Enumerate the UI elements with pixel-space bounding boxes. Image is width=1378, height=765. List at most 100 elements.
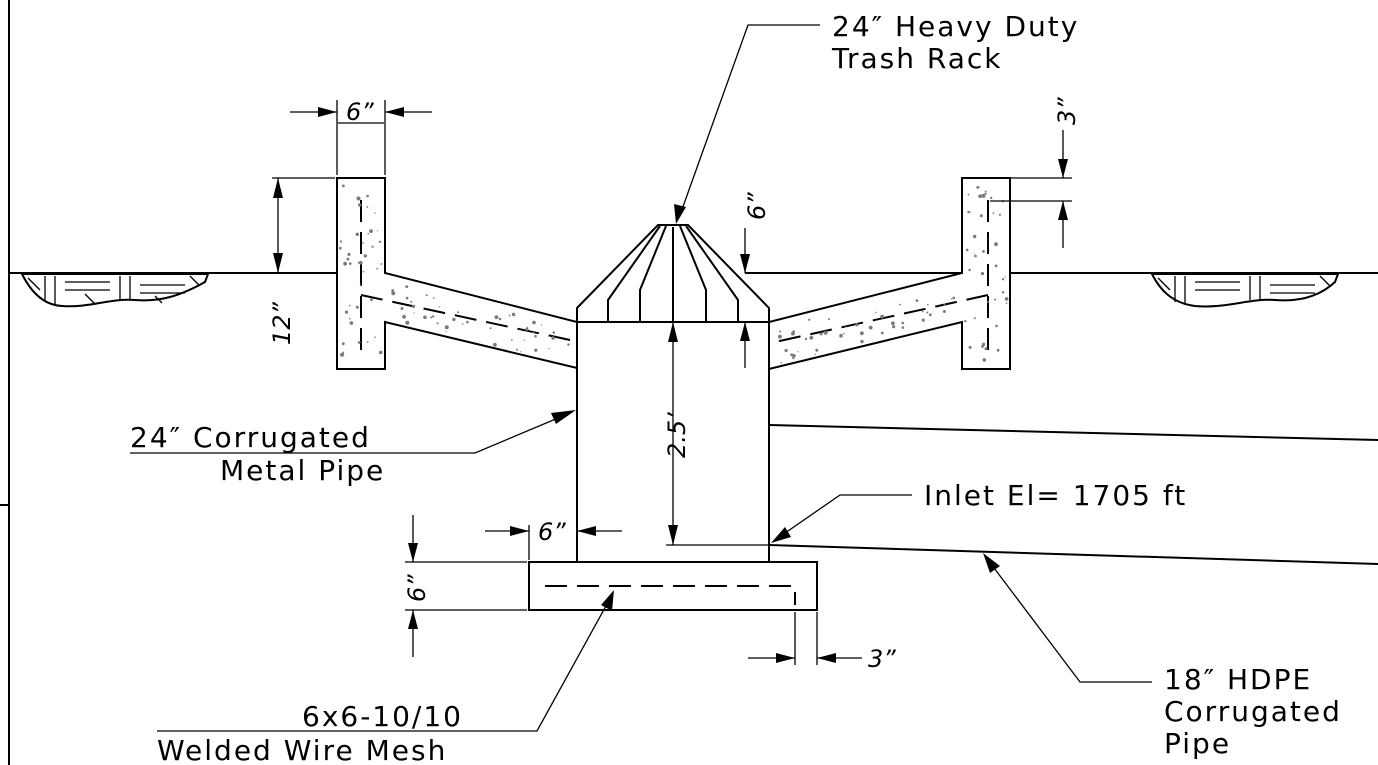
- aggregate-dot: [901, 326, 905, 329]
- aggregate-dot: [410, 300, 413, 303]
- aggregate-dot: [349, 321, 354, 325]
- dim-rack-offset: [740, 228, 750, 368]
- aggregate-dot: [342, 184, 345, 188]
- aggregate-dot: [413, 312, 415, 314]
- aggregate-dot: [778, 334, 782, 339]
- aggregate-dot: [402, 314, 406, 319]
- aggregate-dot: [1004, 297, 1009, 301]
- aggregate-dot: [926, 311, 929, 314]
- aggregate-dot: [981, 193, 986, 198]
- leader-hdpe: [983, 553, 1152, 683]
- aggregate-dot: [1004, 276, 1006, 278]
- aggregate-dot: [804, 337, 808, 341]
- aggregate-dot: [432, 315, 435, 318]
- aggregate-dot: [359, 284, 362, 287]
- aggregate-dot: [466, 320, 469, 324]
- aggregate-dot: [526, 326, 529, 329]
- aggregate-dot: [967, 210, 970, 214]
- aggregate-dot: [880, 331, 884, 335]
- label-hdpe-3: Pipe: [1164, 727, 1231, 760]
- aggregate-dot: [952, 296, 956, 300]
- dim-pad-thickness: [405, 515, 527, 657]
- aggregate-dot: [400, 307, 404, 310]
- hdpe-outlet-pipe: [768, 424, 1378, 565]
- aggregate-dot: [995, 324, 998, 328]
- label-hdpe-2: Corrugated: [1164, 695, 1342, 728]
- aggregate-dot: [346, 257, 350, 261]
- aggregate-dot: [973, 234, 977, 239]
- dim-text-pad-cover: 3”: [868, 645, 896, 673]
- label-cmp-1: 24″ Corrugated: [130, 421, 371, 454]
- aggregate-dot: [438, 306, 441, 308]
- aggregate-dot: [357, 261, 360, 264]
- left-concrete-wall: [336, 177, 578, 370]
- aggregate-dot: [994, 298, 997, 301]
- aggregate-dot: [779, 330, 782, 333]
- dim-wall-cover: [990, 130, 1072, 248]
- aggregate-dot: [366, 194, 369, 198]
- aggregate-dot: [391, 289, 394, 292]
- aggregate-dot: [990, 196, 993, 200]
- aggregate-dot: [357, 341, 361, 344]
- aggregate-dot: [532, 320, 536, 325]
- label-inlet-el: Inlet El= 1705 ft: [924, 479, 1187, 512]
- aggregate-dot: [366, 341, 369, 343]
- aggregate-dot: [520, 351, 522, 353]
- aggregate-dot: [979, 214, 983, 218]
- aggregate-dot: [340, 352, 345, 357]
- aggregate-dot: [358, 203, 362, 207]
- label-trash-rack-1: 24″ Heavy Duty: [832, 10, 1079, 43]
- aggregate-dot: [814, 353, 816, 355]
- aggregate-dot: [891, 321, 895, 326]
- aggregate-dot: [982, 358, 987, 362]
- aggregate-dot: [901, 321, 905, 325]
- aggregate-dot: [996, 348, 1000, 352]
- aggregate-dot: [1001, 278, 1005, 281]
- aggregate-dot: [423, 315, 427, 320]
- aggregate-dot: [984, 192, 987, 195]
- aggregate-dot: [973, 317, 976, 320]
- aggregate-dot: [981, 345, 984, 348]
- aggregate-dot: [968, 268, 971, 272]
- aggregate-dot: [405, 285, 409, 288]
- aggregate-dot: [823, 330, 828, 335]
- trash-rack: [576, 224, 770, 323]
- aggregate-dot: [532, 331, 535, 334]
- aggregate-dot: [844, 326, 847, 328]
- aggregate-dot: [987, 300, 990, 304]
- aggregate-dot: [371, 245, 374, 248]
- aggregate-dot: [432, 297, 435, 299]
- aggregate-dot: [445, 331, 447, 333]
- aggregate-dot: [994, 264, 998, 268]
- aggregate-dot: [994, 242, 998, 247]
- aggregate-dot: [457, 311, 460, 314]
- aggregate-dot: [843, 332, 845, 335]
- aggregate-dot: [927, 303, 929, 306]
- dim-pad-cover: [748, 612, 862, 665]
- label-hdpe-1: 18″ HDPE: [1164, 663, 1312, 696]
- aggregate-dot: [809, 335, 814, 340]
- right-concrete-wall: [768, 177, 1011, 371]
- aggregate-dot: [493, 342, 497, 347]
- aggregate-dot: [370, 298, 373, 302]
- aggregate-dot: [928, 313, 932, 317]
- aggregate-dot: [508, 314, 511, 317]
- leader-cmp: [130, 410, 576, 454]
- aggregate-dot: [377, 230, 379, 232]
- aggregate-dot: [348, 262, 352, 265]
- aggregate-dot: [339, 240, 343, 243]
- aggregate-dot: [523, 339, 526, 341]
- aggregate-dot: [921, 318, 925, 322]
- aggregate-dot: [942, 310, 946, 313]
- aggregate-dot: [378, 240, 382, 243]
- aggregate-dot: [880, 314, 884, 319]
- aggregate-dot: [839, 333, 843, 338]
- dim-text-rack-offset: 6”: [743, 192, 771, 220]
- aggregate-dot: [405, 296, 409, 300]
- pad-reinforcement: [545, 585, 796, 605]
- aggregate-dot: [362, 242, 364, 244]
- aggregate-dot: [548, 348, 550, 350]
- aggregate-dot: [494, 315, 499, 319]
- dim-text-wall-height: 12”: [268, 301, 296, 345]
- aggregate-dot: [965, 248, 969, 252]
